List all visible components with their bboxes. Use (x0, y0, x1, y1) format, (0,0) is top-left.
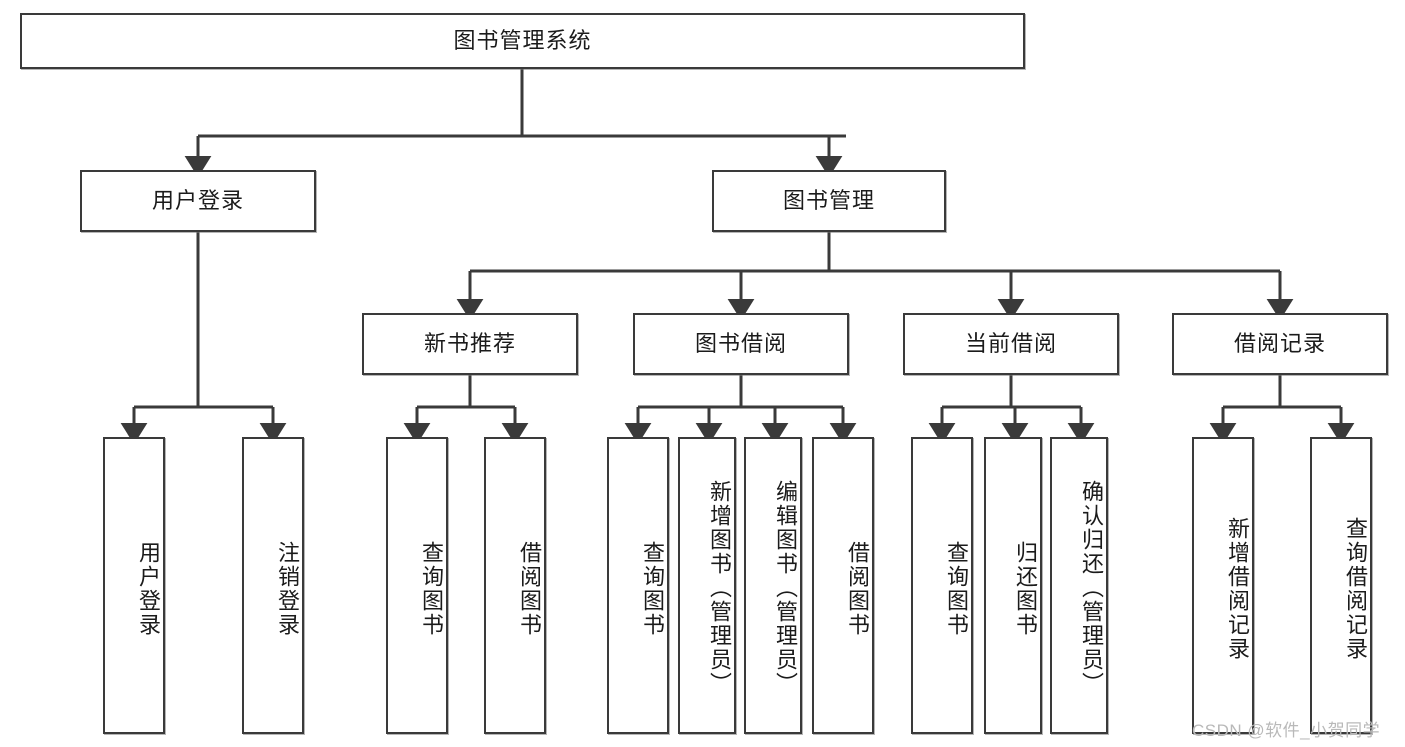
leaf-borrow-book-newbook[interactable]: 借阅图书 (484, 437, 546, 734)
leaf-return-book[interactable]: 归还图书 (984, 437, 1042, 734)
leaf-query-borrow-record[interactable]: 查询借阅记录 (1310, 437, 1372, 734)
leaf-query-book-newbook[interactable]: 查询图书 (386, 437, 448, 734)
node-borrow-record[interactable]: 借阅记录 (1172, 313, 1388, 375)
leaf-borrow-book-borrow[interactable]: 借阅图书 (812, 437, 874, 734)
leaf-add-book-admin[interactable]: 新增图书（管理员） (678, 437, 736, 734)
leaf-user-login[interactable]: 用户登录 (103, 437, 165, 734)
node-root[interactable]: 图书管理系统 (20, 13, 1025, 69)
node-book-borrow[interactable]: 图书借阅 (633, 313, 849, 375)
leaf-query-book-current[interactable]: 查询图书 (911, 437, 973, 734)
leaf-logout[interactable]: 注销登录 (242, 437, 304, 734)
leaf-confirm-return-admin[interactable]: 确认归还（管理员） (1050, 437, 1108, 734)
node-new-book-recommend[interactable]: 新书推荐 (362, 313, 578, 375)
csdn-watermark: CSDN @软件_小贺同学 (1192, 721, 1381, 740)
node-user-login[interactable]: 用户登录 (80, 170, 316, 232)
node-book-management[interactable]: 图书管理 (712, 170, 946, 232)
leaf-add-borrow-record[interactable]: 新增借阅记录 (1192, 437, 1254, 734)
leaf-edit-book-admin[interactable]: 编辑图书（管理员） (744, 437, 802, 734)
leaf-query-book-borrow[interactable]: 查询图书 (607, 437, 669, 734)
node-current-borrow[interactable]: 当前借阅 (903, 313, 1119, 375)
